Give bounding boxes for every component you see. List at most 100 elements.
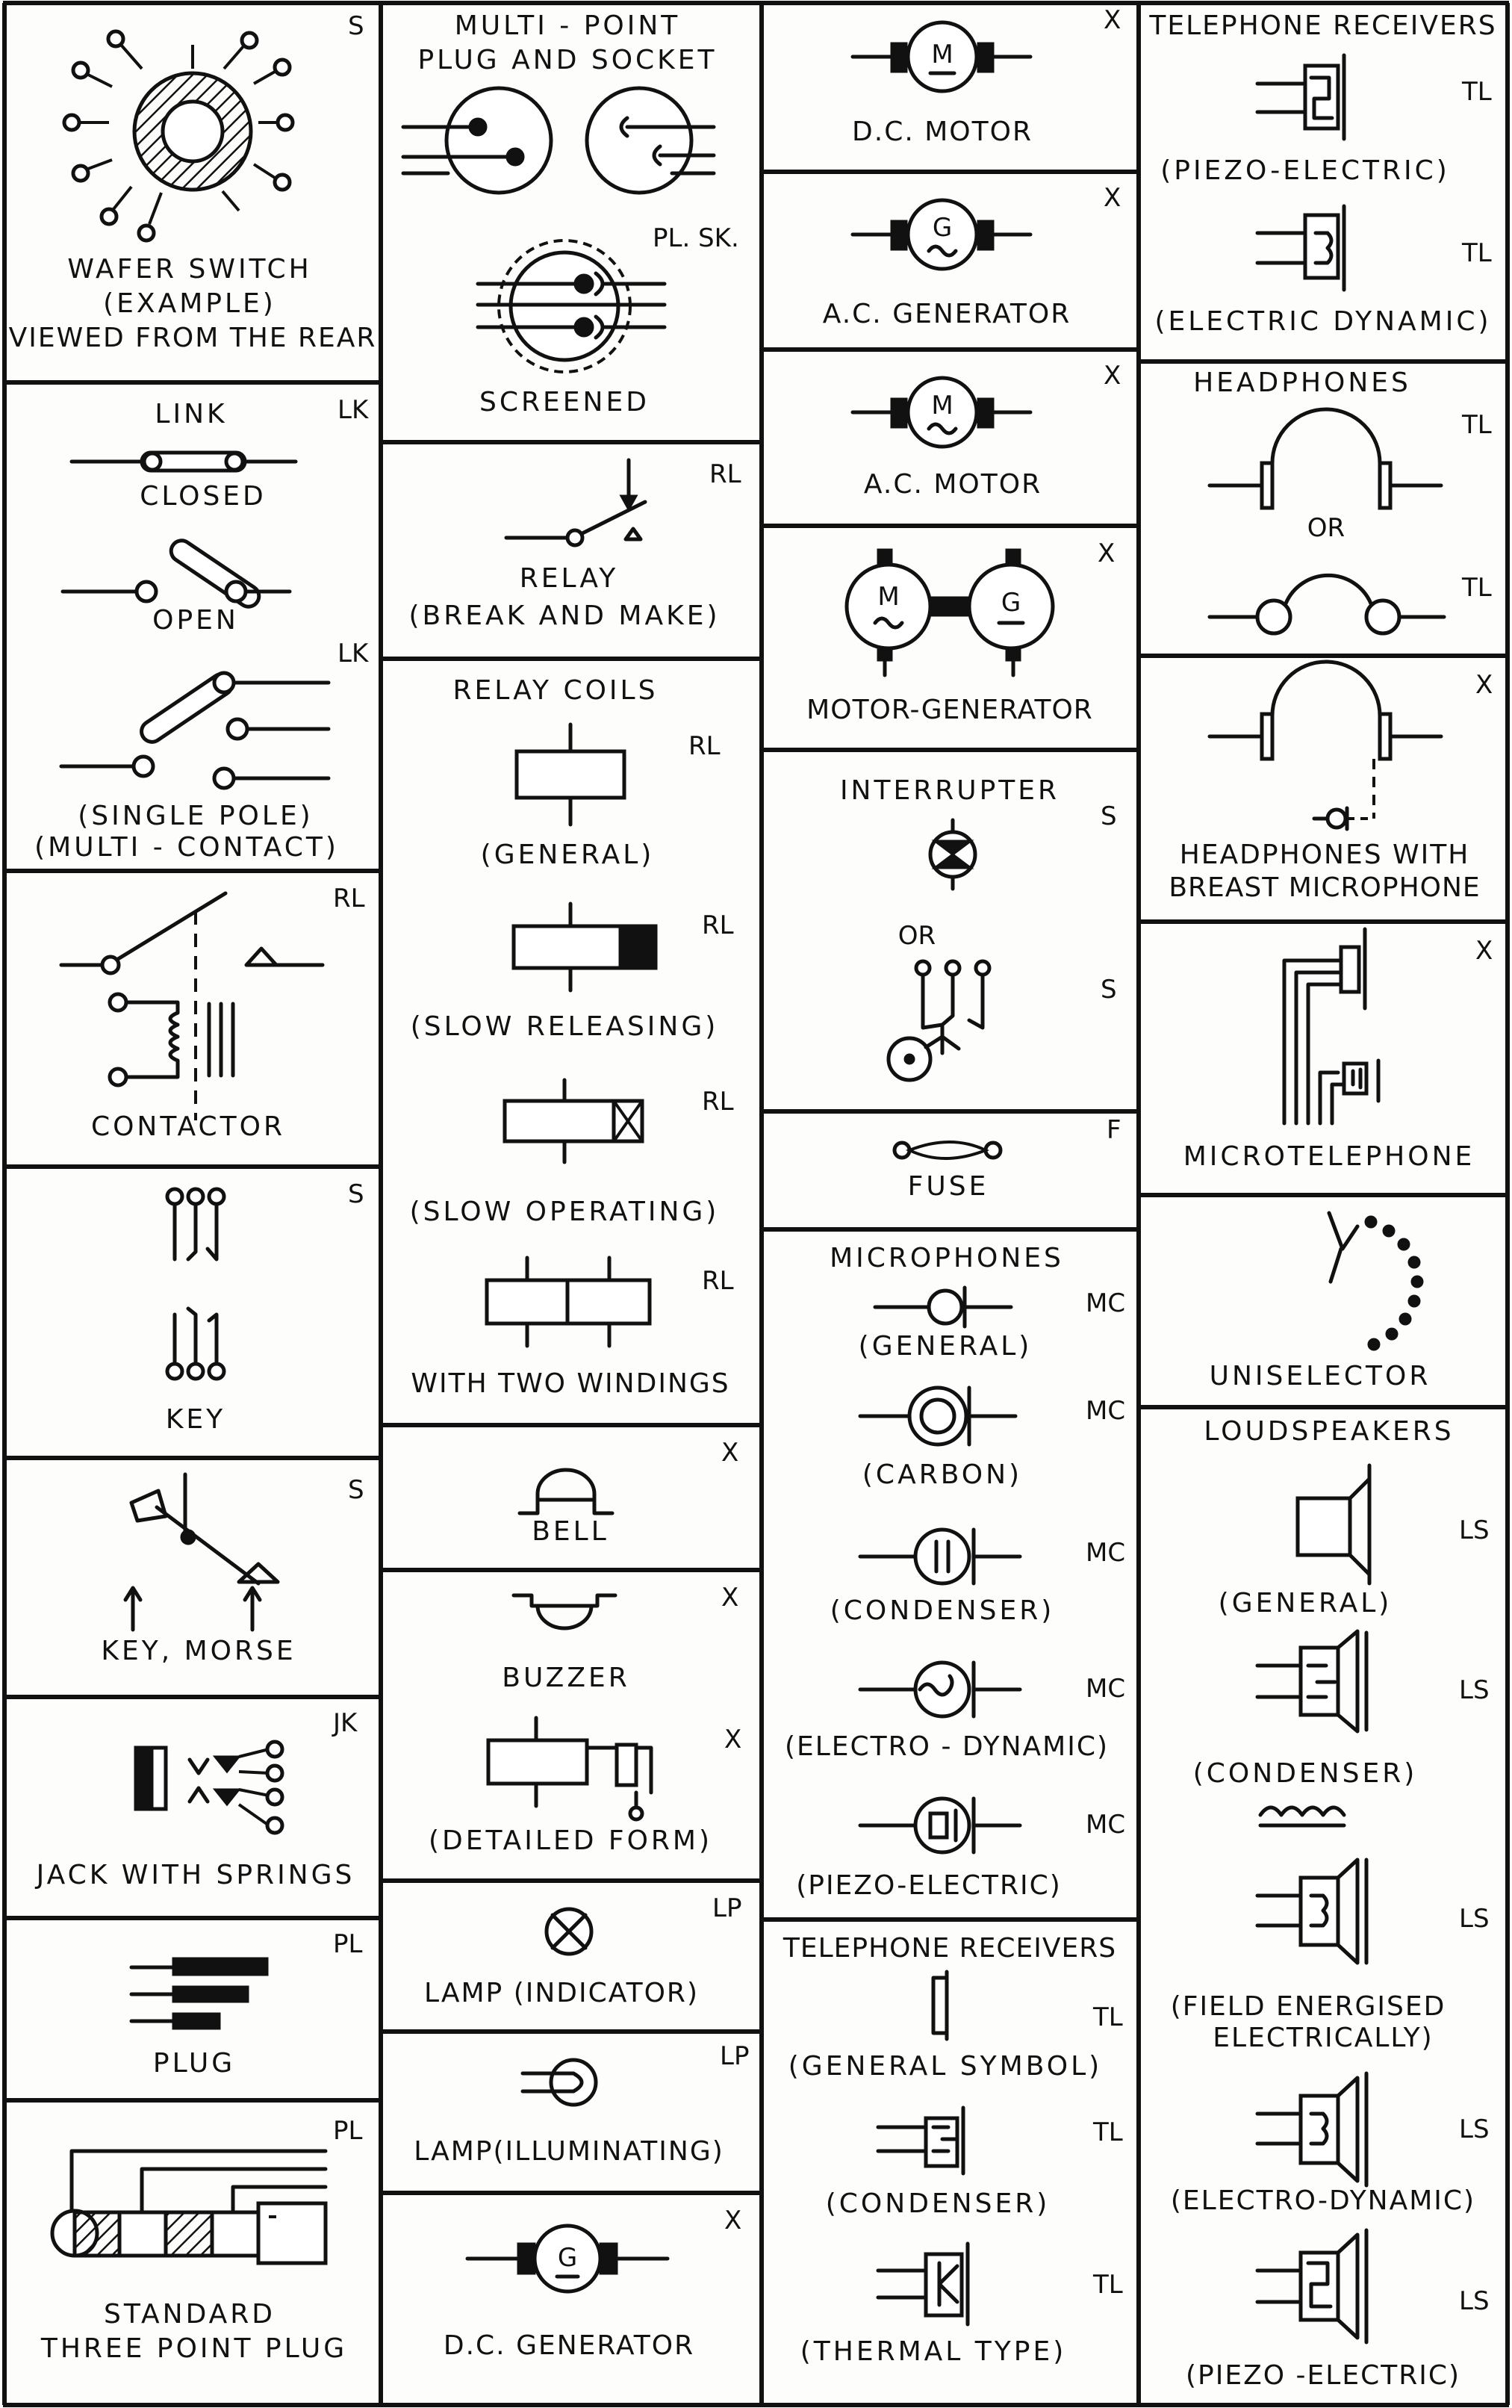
coil-slow-releasing-code: RL (702, 910, 734, 940)
ls-piezo-code: LS (1459, 2286, 1490, 2316)
link-cell: LINK LK CLOSED OPEN LK ( (34, 395, 370, 863)
headphones-code-2: TL (1461, 573, 1492, 603)
dc-generator-icon: G (465, 2224, 670, 2294)
interrupter-alt-icon (886, 959, 992, 1082)
coil-slow-operating-icon (503, 1078, 644, 1164)
loudspeakers-cell: LOUDSPEAKERS LS (GENERAL) LS (CONDENSER)… (1171, 1416, 1490, 2391)
headphones-mic-code: X (1475, 670, 1493, 700)
jack-label: JACK WITH SPRINGS (35, 1860, 355, 1890)
relay-coils-title: RELAY COILS (453, 675, 659, 706)
motor-generator-code: X (1098, 539, 1115, 568)
motor-generator-cell: X M G MOTOR-GENERATOR (806, 539, 1115, 725)
jack-cell: JK JACK WITH SPRINGS (35, 1708, 358, 1890)
link-open-label: OPEN (152, 605, 239, 636)
mic-piezo-label: (PIEZO-ELECTRIC) (796, 1870, 1062, 1901)
relay-label-2: (BREAK AND MAKE) (409, 601, 721, 631)
tel-rx-piezo-icon (1255, 53, 1346, 141)
motor-generator-generator-letter: G (1001, 588, 1021, 618)
interrupter-code: S (1101, 801, 1117, 831)
dc-generator-letter: G (558, 2243, 577, 2273)
lamp-indicator-code: LP (712, 1893, 741, 1923)
buzzer-detailed-icon (486, 1716, 653, 1822)
interrupter-icon (928, 818, 977, 891)
ls-electro-dynamic-label: (ELECTRO-DYNAMIC) (1171, 2185, 1475, 2216)
fuse-cell: F FUSE (892, 1115, 1121, 1202)
contactor-icon (59, 891, 325, 1120)
lamp-illuminating-icon (520, 2058, 598, 2107)
headphones-icon (1207, 407, 1443, 510)
tel-rx-general-label: (GENERAL SYMBOL) (788, 2051, 1102, 2082)
lamp-indicator-cell: LP LAMP (INDICATOR) (424, 1893, 741, 2008)
multipoint-code: PL. SK. (653, 223, 739, 253)
coil-general-code: RL (688, 731, 721, 761)
dc-motor-label: D.C. MOTOR (852, 117, 1033, 147)
ac-motor-code: X (1104, 361, 1121, 391)
telephone-receivers-2-cell: TELEPHONE RECEIVERS TL (PIEZO-ELECTRIC) … (1148, 10, 1496, 337)
buzzer-detailed-code: X (724, 1725, 741, 1754)
coil-two-windings-label: WITH TWO WINDINGS (411, 1368, 729, 1399)
microtelephone-code: X (1475, 936, 1493, 966)
ls-general-code: LS (1459, 1515, 1490, 1545)
mic-condenser-icon (858, 1527, 1022, 1586)
dc-motor-code: X (1104, 5, 1121, 35)
wafer-switch-label-3: VIEWED FROM THE REAR (9, 323, 377, 353)
contactor-code: RL (333, 884, 365, 913)
mic-piezo-icon (858, 1796, 1022, 1855)
wafer-switch-icon (62, 29, 295, 243)
tel-rx-thermal-icon (876, 2241, 970, 2327)
wafer-switch-label-2: (EXAMPLE) (103, 288, 276, 319)
wafer-switch-cell: S WAFER SWITCH (EXAMPLE) VIEWED FROM THE… (9, 11, 377, 353)
headphones-alt-icon (1207, 573, 1446, 636)
contactor-label: CONTACTOR (91, 1111, 285, 1142)
microtelephone-label: MICROTELEPHONE (1183, 1141, 1475, 1172)
telephone-receivers-2-title: TELEPHONE RECEIVERS (1148, 10, 1496, 41)
uniselector-cell: UNISELECTOR (1210, 1211, 1428, 1391)
screened-label: SCREENED (479, 387, 650, 418)
mic-condenser-code: MC (1086, 1538, 1125, 1568)
mic-general-code: MC (1086, 1288, 1125, 1318)
tel-rx-general-code: TL (1092, 2002, 1123, 2032)
microphones-cell: MICROPHONES MC (GENERAL) MC (CARBON) MC (785, 1243, 1125, 1901)
tel-rx-condenser-label: (CONDENSER) (826, 2188, 1051, 2219)
dc-generator-label: D.C. GENERATOR (444, 2330, 694, 2361)
telephone-receivers-title: TELEPHONE RECEIVERS (783, 1933, 1116, 1964)
multipoint-socket-icon (585, 86, 716, 195)
link-closed-label: CLOSED (140, 481, 267, 512)
plug-code: PL (333, 1929, 363, 1959)
lamp-illuminating-cell: LP LAMP(ILLUMINATING) (414, 2041, 749, 2167)
bell-icon (517, 1468, 615, 1515)
link-single-pole-label: (SINGLE POLE) (78, 801, 313, 831)
ls-field-icon (1255, 1805, 1369, 1965)
standard-plug-label-1: STANDARD (104, 2299, 276, 2330)
coil-slow-operating-label: (SLOW OPERATING) (410, 1197, 720, 1227)
buzzer-cell: X BUZZER X (DETAILED FORM) (429, 1583, 741, 1856)
ac-generator-icon: G (850, 198, 1033, 271)
relay-coils-cell: RELAY COILS RL (GENERAL) RL (SLOW RELEAS… (410, 675, 734, 1399)
key-morse-code: S (348, 1475, 364, 1505)
lamp-indicator-icon (544, 1907, 594, 1956)
ls-condenser-code: LS (1459, 1675, 1490, 1705)
coil-general-icon (514, 722, 626, 827)
headphones-code: TL (1461, 410, 1492, 440)
plug-label: PLUG (153, 2048, 235, 2079)
wafer-switch-label-1: WAFER SWITCH (67, 254, 311, 285)
ls-condenser-icon (1255, 1629, 1369, 1734)
dc-motor-icon: M (850, 20, 1033, 93)
ac-motor-icon: M (850, 376, 1033, 449)
jack-code: JK (332, 1708, 358, 1738)
coil-slow-operating-code: RL (702, 1087, 734, 1117)
plug-cell: PL PLUG (129, 1929, 363, 2079)
mic-electro-dynamic-code: MC (1086, 1674, 1125, 1704)
relay-code: RL (709, 459, 741, 489)
relay-label-1: RELAY (520, 563, 618, 594)
headphones-mic-label-1: HEADPHONES WITH (1180, 840, 1470, 870)
headphones-mic-label-2: BREAST MICROPHONE (1169, 872, 1480, 903)
key-label: KEY (166, 1404, 225, 1435)
motor-generator-label: MOTOR-GENERATOR (806, 695, 1093, 725)
ls-general-icon (1295, 1463, 1372, 1586)
buzzer-label: BUZZER (502, 1663, 630, 1693)
dc-generator-cell: X G D.C. GENERATOR (444, 2206, 741, 2361)
key-icon (165, 1187, 226, 1381)
